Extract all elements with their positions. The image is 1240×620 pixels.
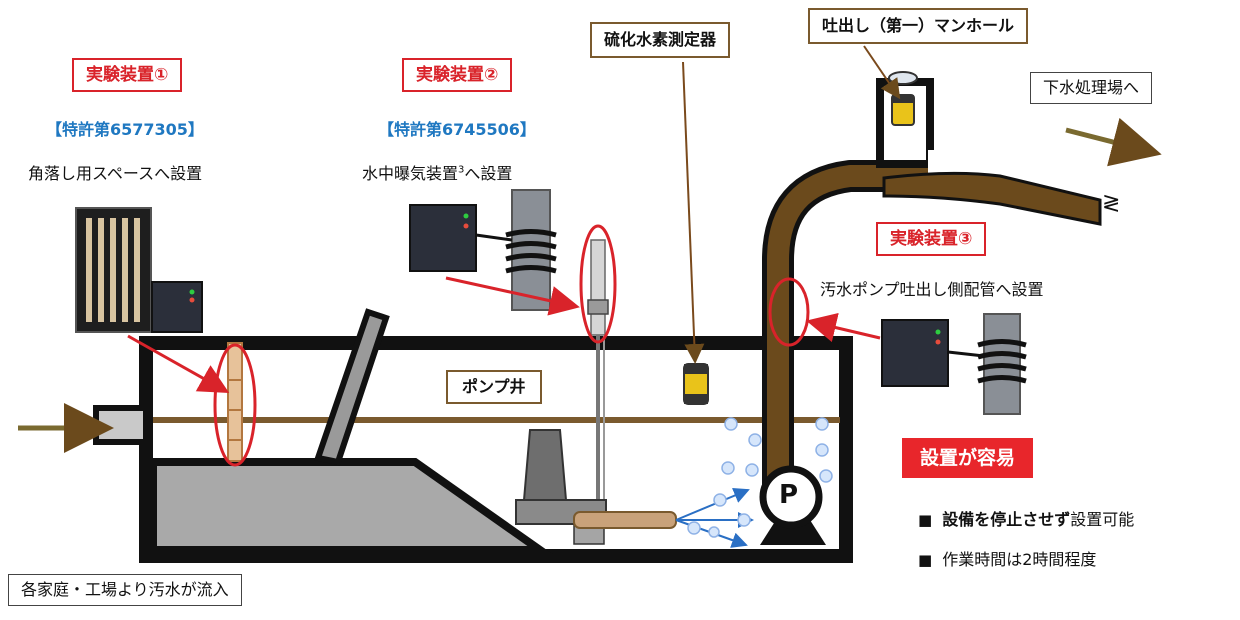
outflow-arrow xyxy=(1065,117,1162,167)
manhole-label: 吐出し（第一）マンホール xyxy=(808,8,1029,44)
inflow-label: 各家庭・工場より汚水が流入 xyxy=(8,574,242,606)
treatment-plant-label: 下水処理場へ xyxy=(1030,72,1153,104)
bullet-1-rest: 設置可能 xyxy=(1070,510,1135,529)
device3-title: 実験装置③ xyxy=(876,222,987,256)
bullet-square-icon: ■ xyxy=(918,511,933,529)
device3-marker xyxy=(768,277,810,347)
h2s-sensor-label: 硫化水素測定器 xyxy=(590,22,731,58)
bullet-1-bold: 設備を停止させず xyxy=(942,510,1071,529)
h2s-sensor-device xyxy=(683,363,709,405)
device2-desc: 水中曝気装置3へ設置 xyxy=(362,160,512,184)
device3-pointer xyxy=(806,312,881,343)
device1-installed xyxy=(213,342,257,467)
manhole-pointer xyxy=(863,45,901,100)
device2-desc-tail: へ設置 xyxy=(464,164,513,183)
pump-symbol xyxy=(759,465,826,545)
device2-desc-main: 水中曝気装置 xyxy=(362,164,459,183)
device2-photo xyxy=(409,189,557,311)
aeration-device xyxy=(515,224,754,548)
device1-patent: 【特許第6577305】 xyxy=(46,120,204,139)
bullet-item-1: ■ 設備を停止させず設置可能 xyxy=(918,506,1134,530)
h2s-pointer xyxy=(682,61,705,364)
device1-desc: 角落し用スペースへ設置 xyxy=(28,164,203,183)
slanted-stoplog-post xyxy=(314,308,390,466)
device2-patent: 【特許第6745506】 xyxy=(378,120,536,139)
device1-photo xyxy=(75,207,203,333)
bullet-item-2: ■ 作業時間は2時間程度 xyxy=(918,546,1096,570)
pump-letter: P xyxy=(779,480,799,510)
svg-text:≷: ≷ xyxy=(1102,190,1120,215)
device1-title: 実験装置① xyxy=(72,58,183,92)
air-bubbles xyxy=(687,417,833,538)
device1-pointer xyxy=(127,334,230,393)
bullet-2-rest: 作業時間は2時間程度 xyxy=(942,550,1097,569)
pump-well-structure xyxy=(93,336,853,563)
install-easy-badge: 設置が容易 xyxy=(902,438,1034,478)
bullet-square-icon: ■ xyxy=(918,551,933,569)
device2-title: 実験装置② xyxy=(402,58,513,92)
manhole-sensor-device xyxy=(891,94,915,126)
device2-pointer xyxy=(445,276,580,316)
device3-photo xyxy=(881,313,1027,415)
device2-desc-sup: 3 xyxy=(458,164,465,176)
device3-desc: 汚水ポンプ吐出し側配管へ設置 xyxy=(820,280,1044,299)
pump-well-label: ポンプ井 xyxy=(446,370,542,404)
